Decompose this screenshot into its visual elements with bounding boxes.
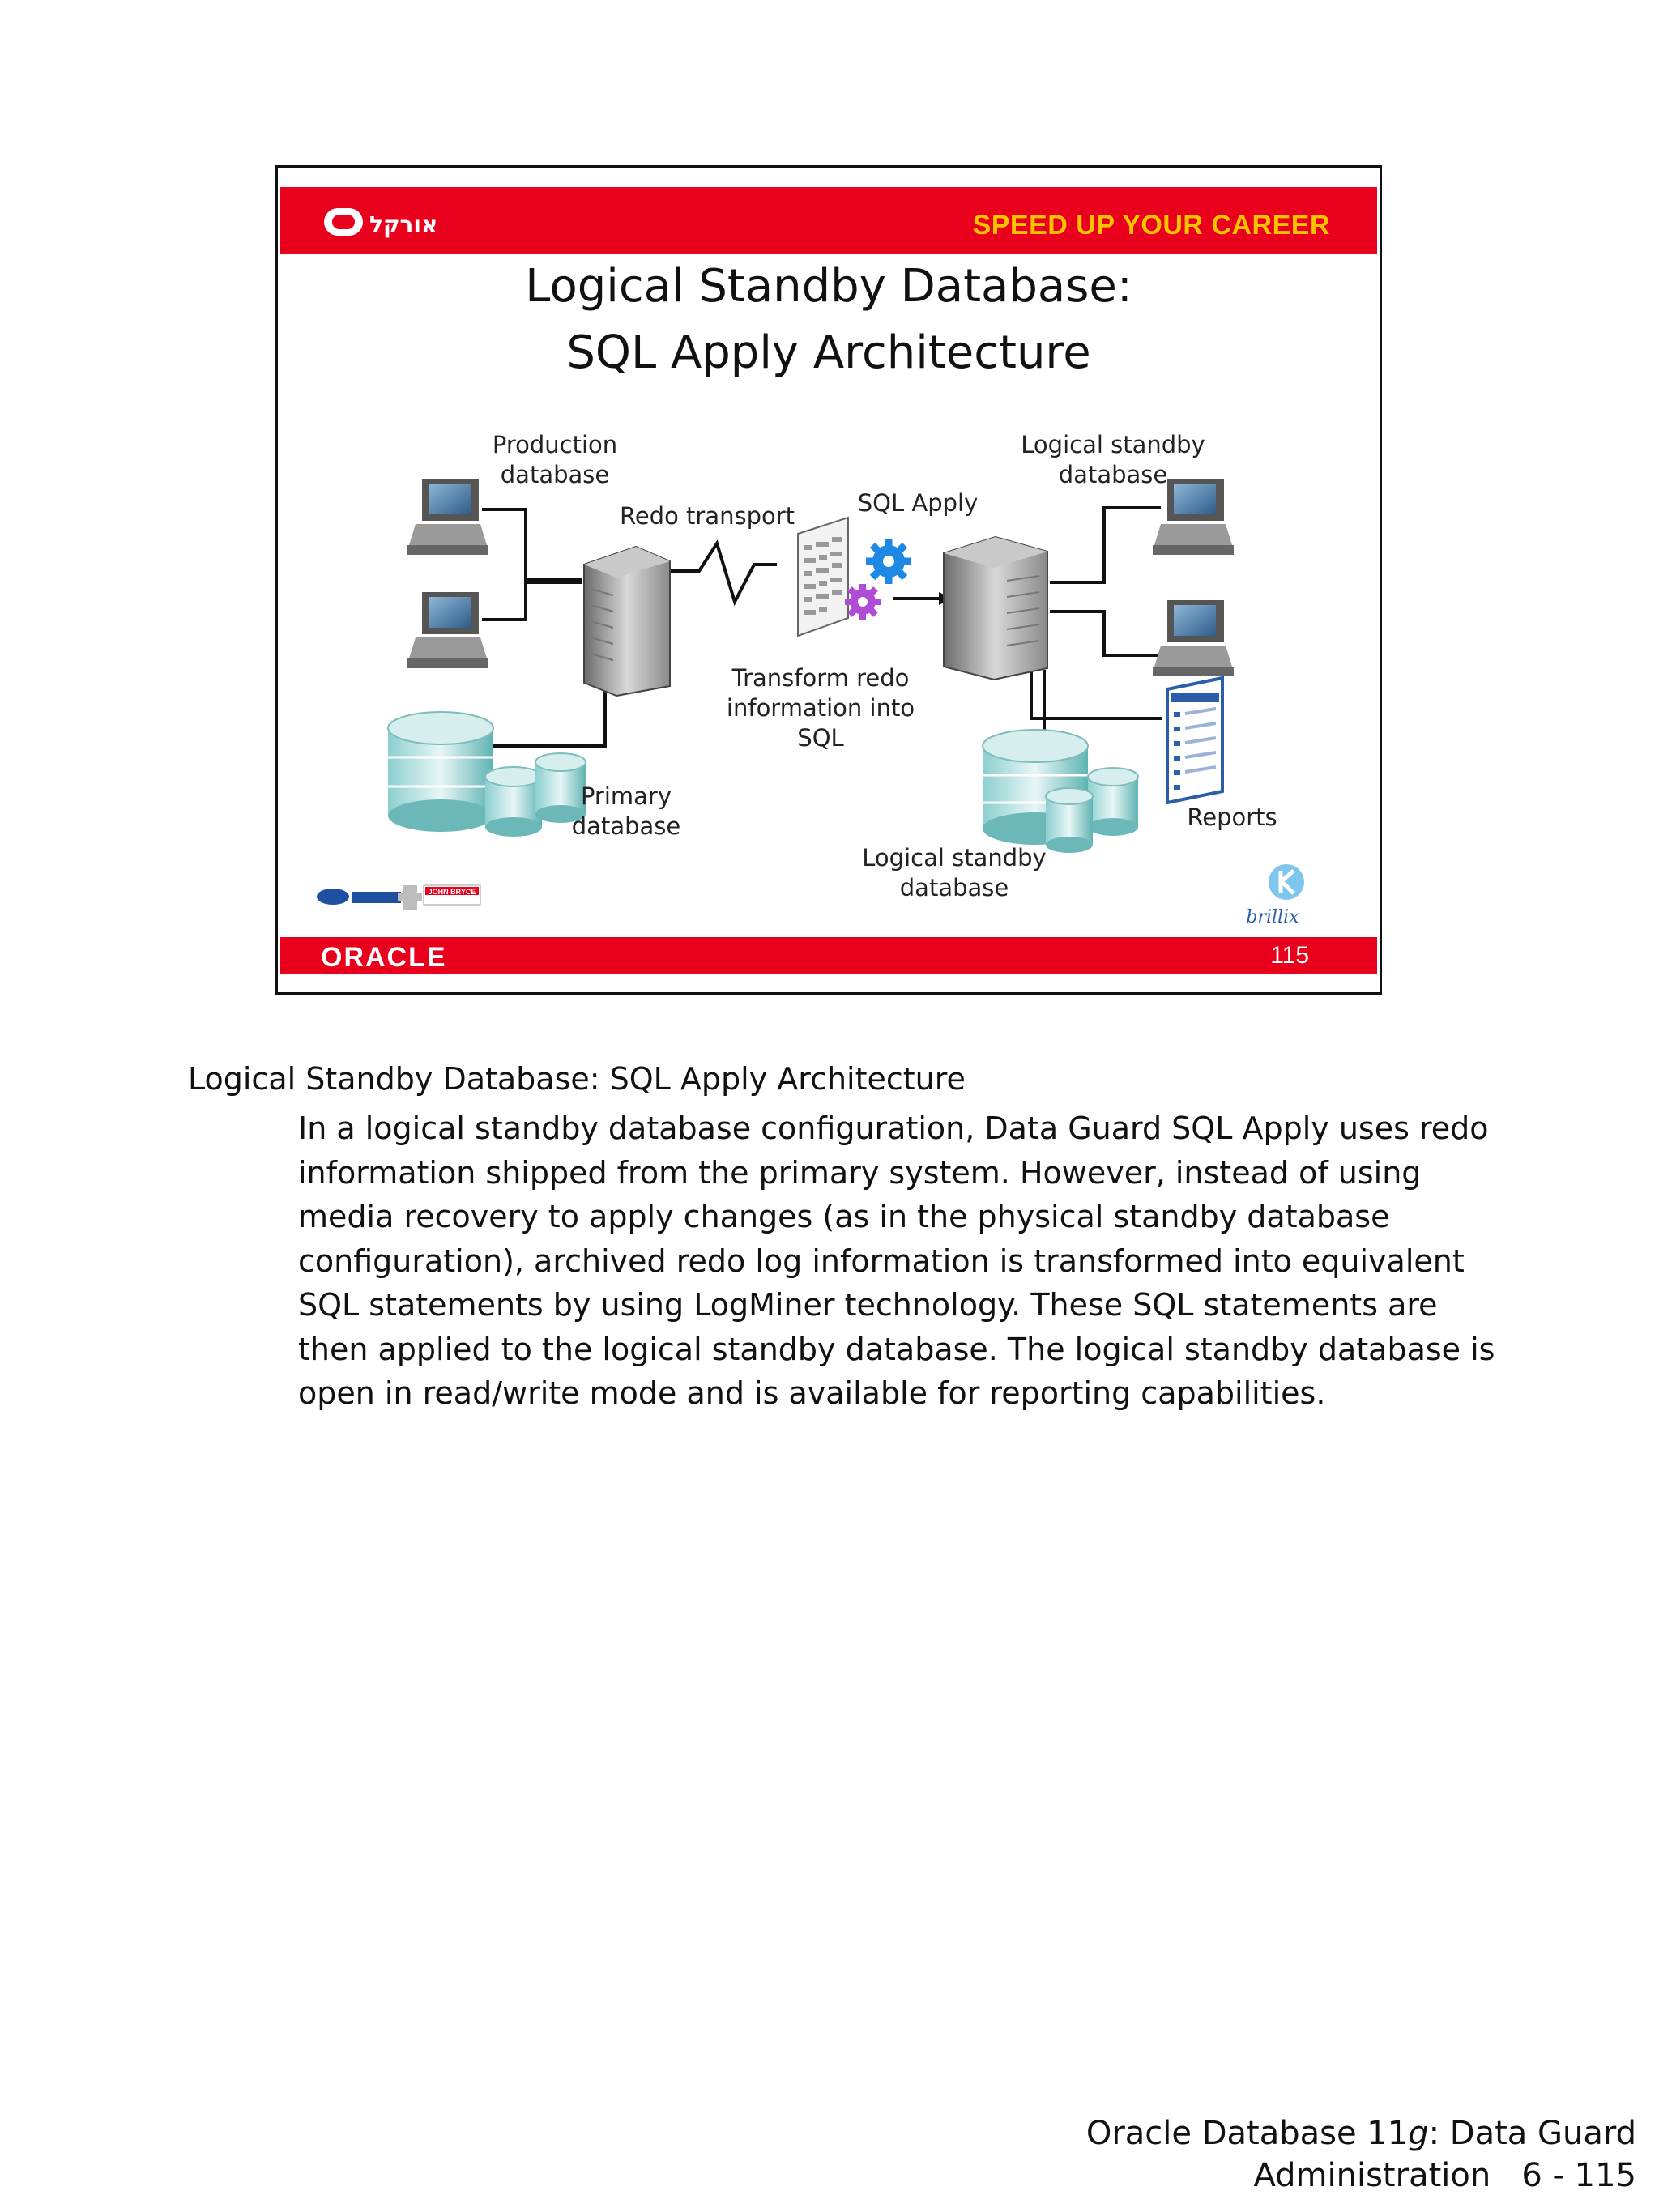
svg-text:JOHN BRYCE: JOHN BRYCE — [429, 888, 476, 896]
primary-server — [584, 547, 670, 696]
logical-standby-database-icon — [983, 730, 1138, 853]
standby-workstation-2 — [1153, 600, 1234, 676]
footer-page-ref: Administration 6 - 115 — [1086, 2154, 1636, 2197]
sql-document-icon — [798, 518, 848, 636]
standby-server — [944, 537, 1047, 680]
slide-image: אורקל SPEED UP YOUR CAREER Logical Stand… — [275, 165, 1382, 995]
notes-body: In a logical standby database configurat… — [298, 1106, 1497, 1416]
architecture-diagram: JOHN BRYCE brillix — [278, 168, 1380, 992]
brillix-logo: brillix — [1246, 864, 1304, 927]
blue-gear-icon — [866, 539, 911, 584]
label-redo-transport: Redo transport — [602, 501, 812, 531]
svg-text:brillix: brillix — [1246, 907, 1299, 927]
purple-gear-icon — [845, 584, 881, 620]
sponsor-logos: JOHN BRYCE — [317, 885, 480, 910]
oracle-logo: ORACLE — [321, 942, 447, 974]
slide-bottom-banner: ORACLE 115 — [280, 937, 1377, 974]
production-workstation-2 — [407, 592, 488, 668]
reports-icon — [1167, 678, 1222, 803]
page-footer: Oracle Database 11g: Data Guard Administ… — [1086, 2112, 1636, 2197]
standby-workstation-1 — [1153, 479, 1234, 555]
notes-title: Logical Standby Database: SQL Apply Arch… — [188, 1061, 966, 1097]
label-sql-apply: SQL Apply — [845, 488, 991, 518]
label-reports: Reports — [1175, 803, 1289, 833]
footer-course-title: Oracle Database 11g: Data Guard — [1086, 2112, 1636, 2154]
slide-page-number: 115 — [1270, 942, 1309, 970]
production-workstation-1 — [407, 479, 488, 555]
